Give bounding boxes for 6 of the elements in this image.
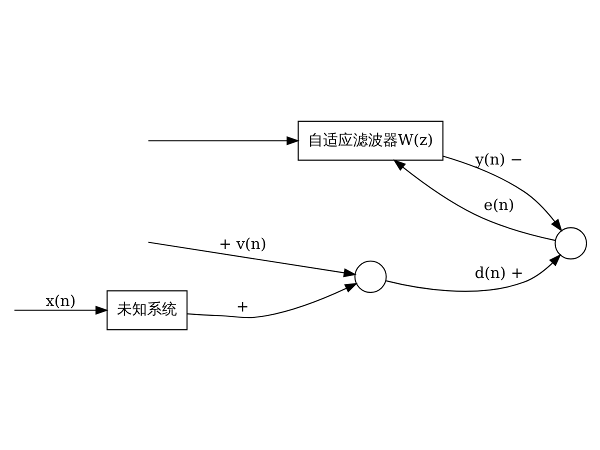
edge-label: y(n) −: [475, 150, 523, 168]
edge-label: +: [236, 297, 249, 316]
edge-label: x(n): [46, 292, 76, 310]
edge-label: d(n) +: [474, 264, 524, 282]
edge-label: e(n): [484, 196, 514, 214]
edge-label: + v(n): [218, 234, 266, 252]
